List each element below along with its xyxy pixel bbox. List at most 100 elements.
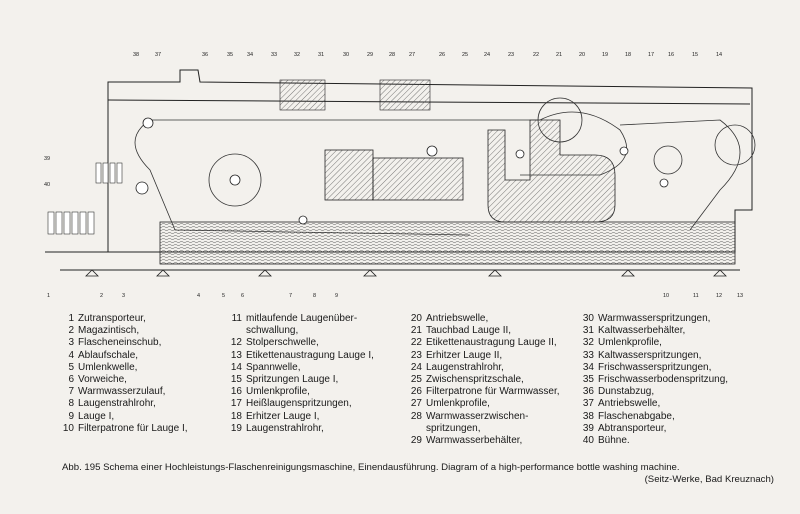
callout-20: 20 bbox=[579, 52, 585, 58]
callout-8: 8 bbox=[313, 293, 316, 299]
callout-30: 30 bbox=[343, 52, 349, 58]
feet bbox=[85, 269, 727, 277]
bottle-washing-machine-diagram: 38 37 36 35 34 33 32 31 30 29 28 27 26 2… bbox=[44, 52, 756, 299]
callout-16: 16 bbox=[668, 52, 674, 58]
callout-3: 3 bbox=[122, 293, 125, 299]
callout-37: 37 bbox=[155, 52, 161, 58]
callout-36: 36 bbox=[202, 52, 208, 58]
callout-23: 23 bbox=[508, 52, 514, 58]
dip-bath-lye-ii bbox=[487, 119, 616, 223]
callout-2: 2 bbox=[100, 293, 103, 299]
top-callouts: 38 37 36 35 34 33 32 31 30 29 28 27 26 2… bbox=[133, 52, 722, 58]
callout-38: 38 bbox=[133, 52, 139, 58]
callout-19: 19 bbox=[602, 52, 608, 58]
callout-4: 4 bbox=[197, 293, 200, 299]
callout-35: 35 bbox=[227, 52, 233, 58]
callout-6: 6 bbox=[241, 293, 244, 299]
callout-7: 7 bbox=[289, 293, 292, 299]
warm-water-tank bbox=[372, 157, 464, 201]
legend-item-continuation: schwallung, bbox=[246, 325, 299, 337]
callout-32: 32 bbox=[294, 52, 300, 58]
callout-14: 14 bbox=[716, 52, 722, 58]
callout-24: 24 bbox=[484, 52, 490, 58]
callout-11: 11 bbox=[693, 293, 699, 299]
callout-25: 25 bbox=[462, 52, 468, 58]
shafts bbox=[135, 117, 669, 225]
left-callouts: 39 40 bbox=[44, 156, 50, 188]
callout-39: 39 bbox=[44, 156, 50, 162]
callout-9: 9 bbox=[335, 293, 338, 299]
callout-29: 29 bbox=[367, 52, 373, 58]
callout-34: 34 bbox=[247, 52, 253, 58]
infeed-bottles bbox=[47, 162, 123, 235]
lye-bath-tank bbox=[159, 221, 736, 265]
callout-33: 33 bbox=[271, 52, 277, 58]
callout-1: 1 bbox=[47, 293, 50, 299]
callout-5: 5 bbox=[222, 293, 225, 299]
callout-26: 26 bbox=[439, 52, 445, 58]
callout-31: 31 bbox=[318, 52, 324, 58]
callout-40: 40 bbox=[44, 182, 50, 188]
callout-27: 27 bbox=[409, 52, 415, 58]
caption-source: (Seitz-Werke, Bad Kreuznach) bbox=[644, 474, 774, 485]
legend-item-continuation: spritzungen, bbox=[426, 422, 481, 434]
warm-water-zone bbox=[379, 79, 431, 111]
callout-22: 22 bbox=[533, 52, 539, 58]
callout-28: 28 bbox=[389, 52, 395, 58]
fresh-water-zone bbox=[279, 79, 326, 111]
callout-18: 18 bbox=[625, 52, 631, 58]
callout-17: 17 bbox=[648, 52, 654, 58]
caption-line-1: Abb. 195 Schema einer Hochleistungs-Flas… bbox=[62, 462, 680, 473]
callout-13: 13 bbox=[737, 293, 743, 299]
callout-10: 10 bbox=[663, 293, 669, 299]
callout-21: 21 bbox=[556, 52, 562, 58]
cold-water-tank bbox=[324, 149, 374, 201]
figure-caption: Abb. 195 Schema einer Hochleistungs-Flas… bbox=[62, 462, 774, 486]
bottom-callouts: 1 2 3 4 5 6 7 8 9 10 11 12 13 bbox=[47, 293, 743, 299]
callout-15: 15 bbox=[692, 52, 698, 58]
